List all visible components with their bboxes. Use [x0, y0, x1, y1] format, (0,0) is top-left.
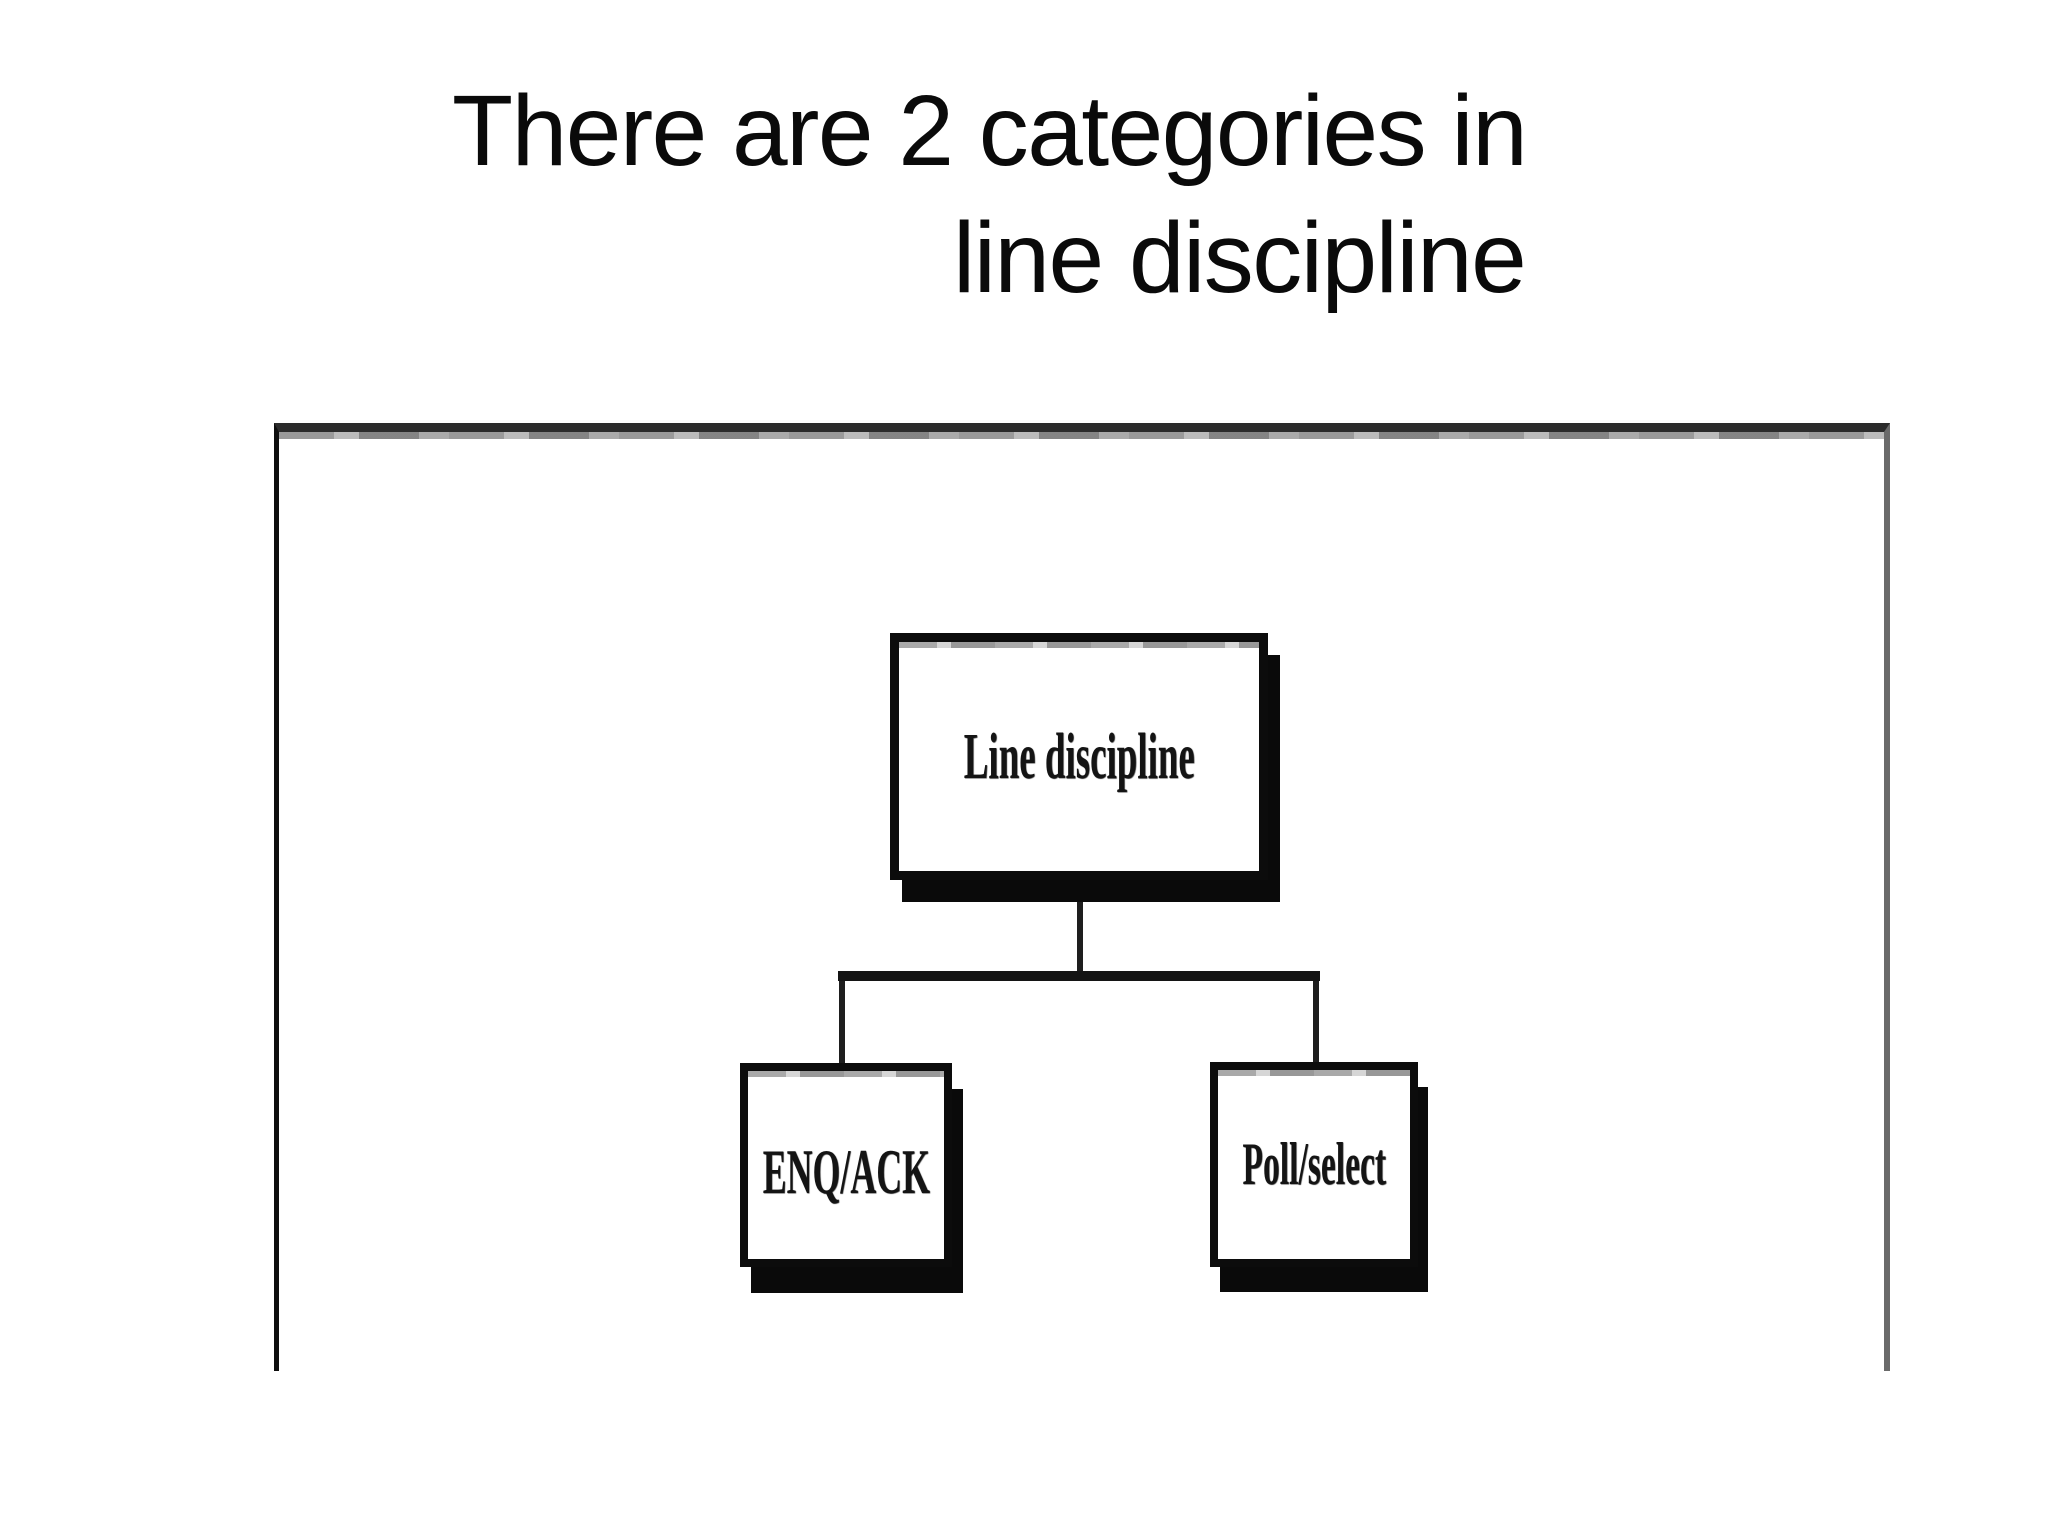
node-poll-select-label: Poll/select — [1242, 1131, 1386, 1197]
connector-drop-right — [1313, 981, 1319, 1064]
diagram-frame — [274, 423, 1890, 1371]
connector-root-stem — [1077, 899, 1083, 977]
node-enq-ack: ENQ/ACK — [740, 1063, 952, 1267]
node-line-discipline-label: Line discipline — [963, 719, 1195, 793]
connector-drop-left — [839, 981, 845, 1065]
scan-artifact-node-top — [1218, 1070, 1410, 1076]
slide-title-line-2: line discipline — [953, 202, 1527, 314]
scan-artifact-frame-top — [279, 432, 1884, 439]
node-poll-select: Poll/select — [1210, 1062, 1418, 1267]
node-enq-ack-label: ENQ/ACK — [762, 1136, 930, 1207]
slide-title-line-1: There are 2 categories in — [452, 75, 1528, 187]
scan-artifact-node-top — [748, 1071, 944, 1077]
connector-horizontal-bar — [838, 971, 1320, 981]
node-line-discipline: Line discipline — [890, 633, 1268, 880]
scan-artifact-node-top — [899, 642, 1259, 648]
